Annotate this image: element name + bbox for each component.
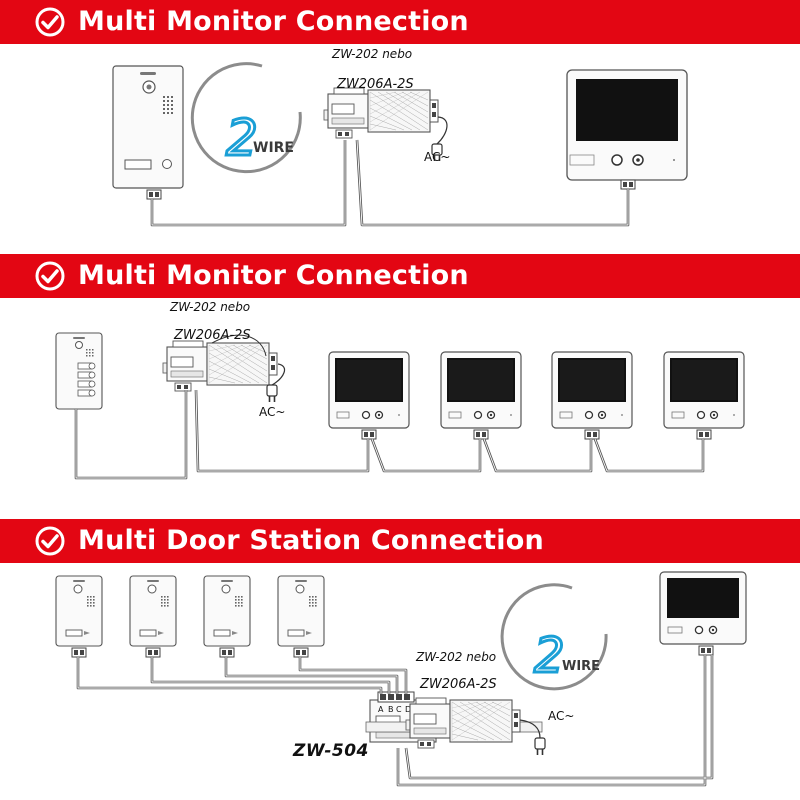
monitor xyxy=(551,351,633,429)
monitor xyxy=(663,351,745,429)
section-title: Multi Monitor Connection xyxy=(78,6,469,37)
section-banner-2: Multi Monitor Connection xyxy=(0,254,800,298)
module-label: ZW206A-2S xyxy=(420,677,497,692)
svg-text:WIRE: WIRE xyxy=(562,659,600,674)
terminal-label-b: B xyxy=(388,705,394,714)
door-station xyxy=(277,575,325,647)
2wire-logo: 2 WIRE xyxy=(190,62,302,174)
door-station xyxy=(55,332,103,410)
monitor xyxy=(440,351,522,429)
check-circle-icon xyxy=(35,526,65,556)
svg-text:2: 2 xyxy=(226,109,258,167)
power-supply-module xyxy=(323,87,439,139)
module-label: ZW206A-2S xyxy=(337,77,414,92)
section-banner-3: Multi Door Station Connection xyxy=(0,519,800,563)
module-label: ZW-202 nebo xyxy=(416,650,497,664)
distributor-label: ZW-504 xyxy=(293,741,369,761)
svg-text:WIRE: WIRE xyxy=(253,140,294,156)
power-supply-module xyxy=(405,697,521,749)
check-circle-icon xyxy=(35,261,65,291)
ac-label: AC~ xyxy=(548,709,575,723)
door-station xyxy=(55,575,103,647)
monitor xyxy=(659,571,747,645)
module-label: ZW-202 nebo xyxy=(332,47,413,61)
power-supply-module xyxy=(162,340,278,392)
check-circle-icon xyxy=(35,7,65,37)
module-label: ZW-202 nebo xyxy=(170,300,251,314)
terminal-label-d: D xyxy=(405,705,411,714)
section-banner-1: Multi Monitor Connection xyxy=(0,0,800,44)
terminal-label-a: A xyxy=(378,705,384,714)
door-connector xyxy=(146,189,162,200)
monitor-connector xyxy=(620,179,636,190)
ac-label: AC~ xyxy=(259,405,286,419)
door-station xyxy=(203,575,251,647)
door-station xyxy=(129,575,177,647)
section-title: Multi Monitor Connection xyxy=(78,260,469,291)
monitor xyxy=(566,69,688,181)
module-label: ZW206A-2S xyxy=(174,328,251,343)
svg-text:2: 2 xyxy=(534,628,565,684)
door-station xyxy=(112,65,184,189)
monitor xyxy=(328,351,410,429)
power-plug-icon xyxy=(534,737,546,756)
terminal-label-c: C xyxy=(396,705,402,714)
ac-label: AC~ xyxy=(424,150,451,164)
2wire-logo: 2 WIRE xyxy=(500,583,608,691)
section-title: Multi Door Station Connection xyxy=(78,525,544,556)
power-plug-icon xyxy=(266,384,278,403)
